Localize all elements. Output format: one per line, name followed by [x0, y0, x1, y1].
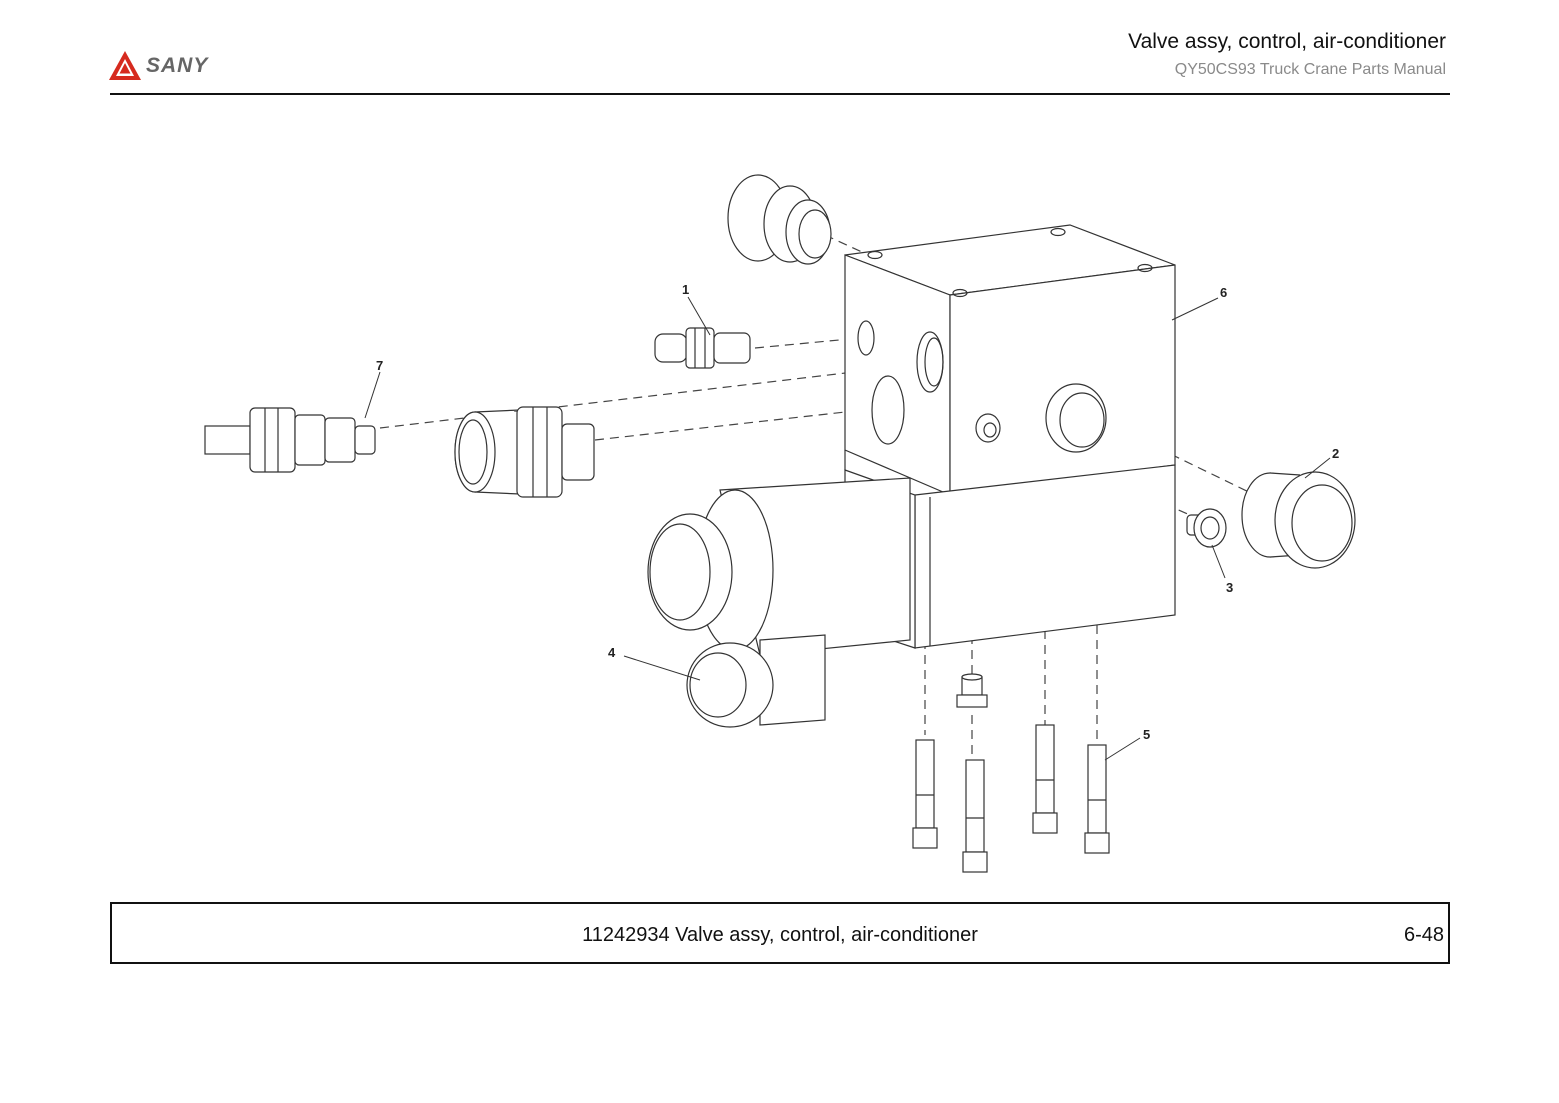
brand-name: SANY	[146, 54, 209, 77]
header-divider	[110, 93, 1450, 95]
callout-6: 6	[1220, 285, 1227, 300]
callout-7: 7	[376, 358, 383, 373]
page-title: Valve assy, control, air-conditioner	[1128, 30, 1446, 53]
callout-3: 3	[1226, 580, 1233, 595]
callout-4: 4	[608, 645, 616, 660]
sany-logo-icon	[109, 51, 141, 80]
callout-1: 1	[682, 282, 689, 297]
page-subtitle: QY50CS93 Truck Crane Parts Manual	[1174, 61, 1446, 78]
figure-caption: 11242934 Valve assy, control, air-condit…	[582, 924, 978, 946]
page-number: 6-48	[1403, 924, 1444, 946]
callout-2: 2	[1332, 446, 1339, 461]
footer-caption-box: 11242934 Valve assy, control, air-condit…	[110, 902, 1450, 964]
sany-logo: SANY	[108, 50, 208, 82]
callout-5: 5	[1143, 727, 1150, 742]
